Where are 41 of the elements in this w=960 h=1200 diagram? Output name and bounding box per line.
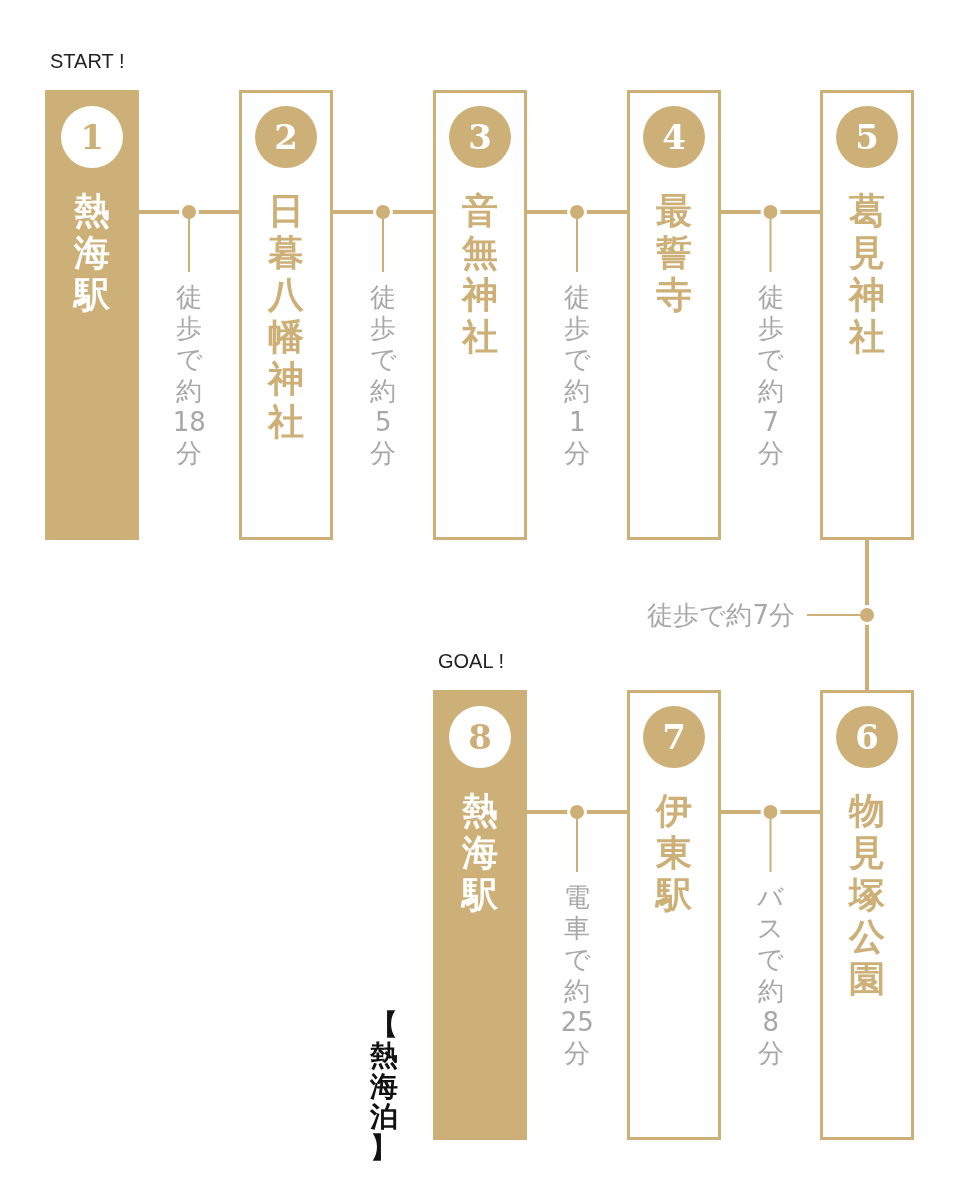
step-number: 8 xyxy=(449,706,511,768)
edge-label: バスで約8分 xyxy=(756,882,786,1070)
connector-line xyxy=(721,210,820,214)
step-number: 2 xyxy=(255,106,317,168)
step-number: 1 xyxy=(61,106,123,168)
stop-box xyxy=(433,90,527,540)
stop-box xyxy=(627,690,721,1140)
stop-box xyxy=(820,690,914,1140)
connector-line xyxy=(865,540,869,690)
step-number: 5 xyxy=(836,106,898,168)
stop-name: 葛見神社 xyxy=(849,190,885,359)
stop-name: 最誓寺 xyxy=(656,190,692,317)
edge-label: 電車で約25分 xyxy=(559,882,595,1070)
step-number: 4 xyxy=(643,106,705,168)
stop-name: 物見塚公園 xyxy=(849,790,885,1001)
edge-label: 徒歩で約7分 xyxy=(647,598,795,632)
stop-box xyxy=(627,90,721,540)
connector-line xyxy=(333,210,433,214)
stop-name: 熱海駅 xyxy=(74,190,110,317)
terminal-station-box xyxy=(433,690,527,1140)
stop-box xyxy=(820,90,914,540)
step-number: 3 xyxy=(449,106,511,168)
terminal-station-box xyxy=(45,90,139,540)
edge-label: 徒歩で約18分 xyxy=(171,282,207,470)
route-marker-text: GOAL ! xyxy=(438,650,504,673)
stay-note: 【熱海泊】 xyxy=(370,1010,398,1164)
connector-line xyxy=(527,210,627,214)
connector-line xyxy=(527,810,627,814)
connector-line xyxy=(721,810,820,814)
stop-name: 日暮八幡神社 xyxy=(268,190,304,443)
edge-label: 徒歩で約1分 xyxy=(562,282,592,470)
stop-box xyxy=(239,90,333,540)
step-number: 7 xyxy=(643,706,705,768)
stop-name: 音無神社 xyxy=(462,190,498,359)
route-marker-text: START ! xyxy=(50,50,125,73)
step-number: 6 xyxy=(836,706,898,768)
edge-label: 徒歩で約7分 xyxy=(756,282,786,470)
connector-line xyxy=(139,210,239,214)
stop-name: 伊東駅 xyxy=(656,790,692,917)
stop-name: 熱海駅 xyxy=(462,790,498,917)
edge-label: 徒歩で約5分 xyxy=(368,282,398,470)
